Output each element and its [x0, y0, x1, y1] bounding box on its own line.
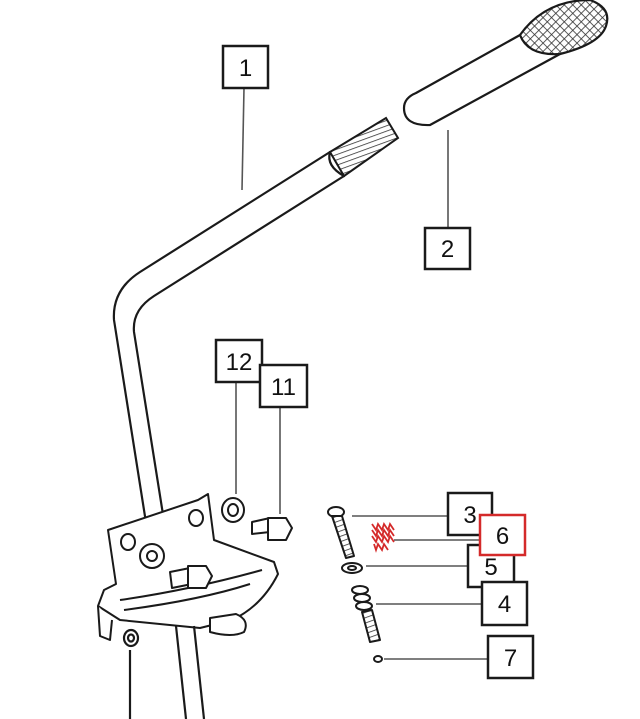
callout-12-label: 12 — [226, 349, 253, 376]
rod-threaded-end — [328, 116, 400, 178]
callout-6: 6 — [478, 513, 527, 557]
hardware-stack — [327, 506, 383, 663]
callout-4-label: 4 — [498, 591, 511, 618]
washer-12 — [221, 497, 245, 523]
callout-4: 4 — [480, 580, 529, 627]
callout-11-label: 11 — [271, 374, 296, 401]
callout-1: 1 — [221, 44, 270, 90]
callout-7: 7 — [486, 634, 535, 680]
lower-linkage — [122, 625, 206, 719]
spring-6 — [371, 521, 395, 553]
callout-12: 12 — [214, 338, 264, 384]
callout-3-label: 3 — [463, 502, 476, 529]
callout-11: 11 — [258, 363, 309, 409]
leader-lines — [235, 87, 488, 660]
shift-bracket — [97, 493, 279, 641]
callout-2-label: 2 — [441, 236, 454, 263]
callout-7-label: 7 — [504, 645, 517, 672]
callout-2: 2 — [423, 226, 472, 271]
shift-knob — [402, 0, 609, 127]
bolt-11 — [251, 517, 293, 541]
callout-5-label: 5 — [484, 554, 497, 581]
callout-1-label: 1 — [239, 55, 252, 82]
callout-6-label: 6 — [496, 523, 509, 550]
shift-lever-rod — [112, 150, 346, 550]
